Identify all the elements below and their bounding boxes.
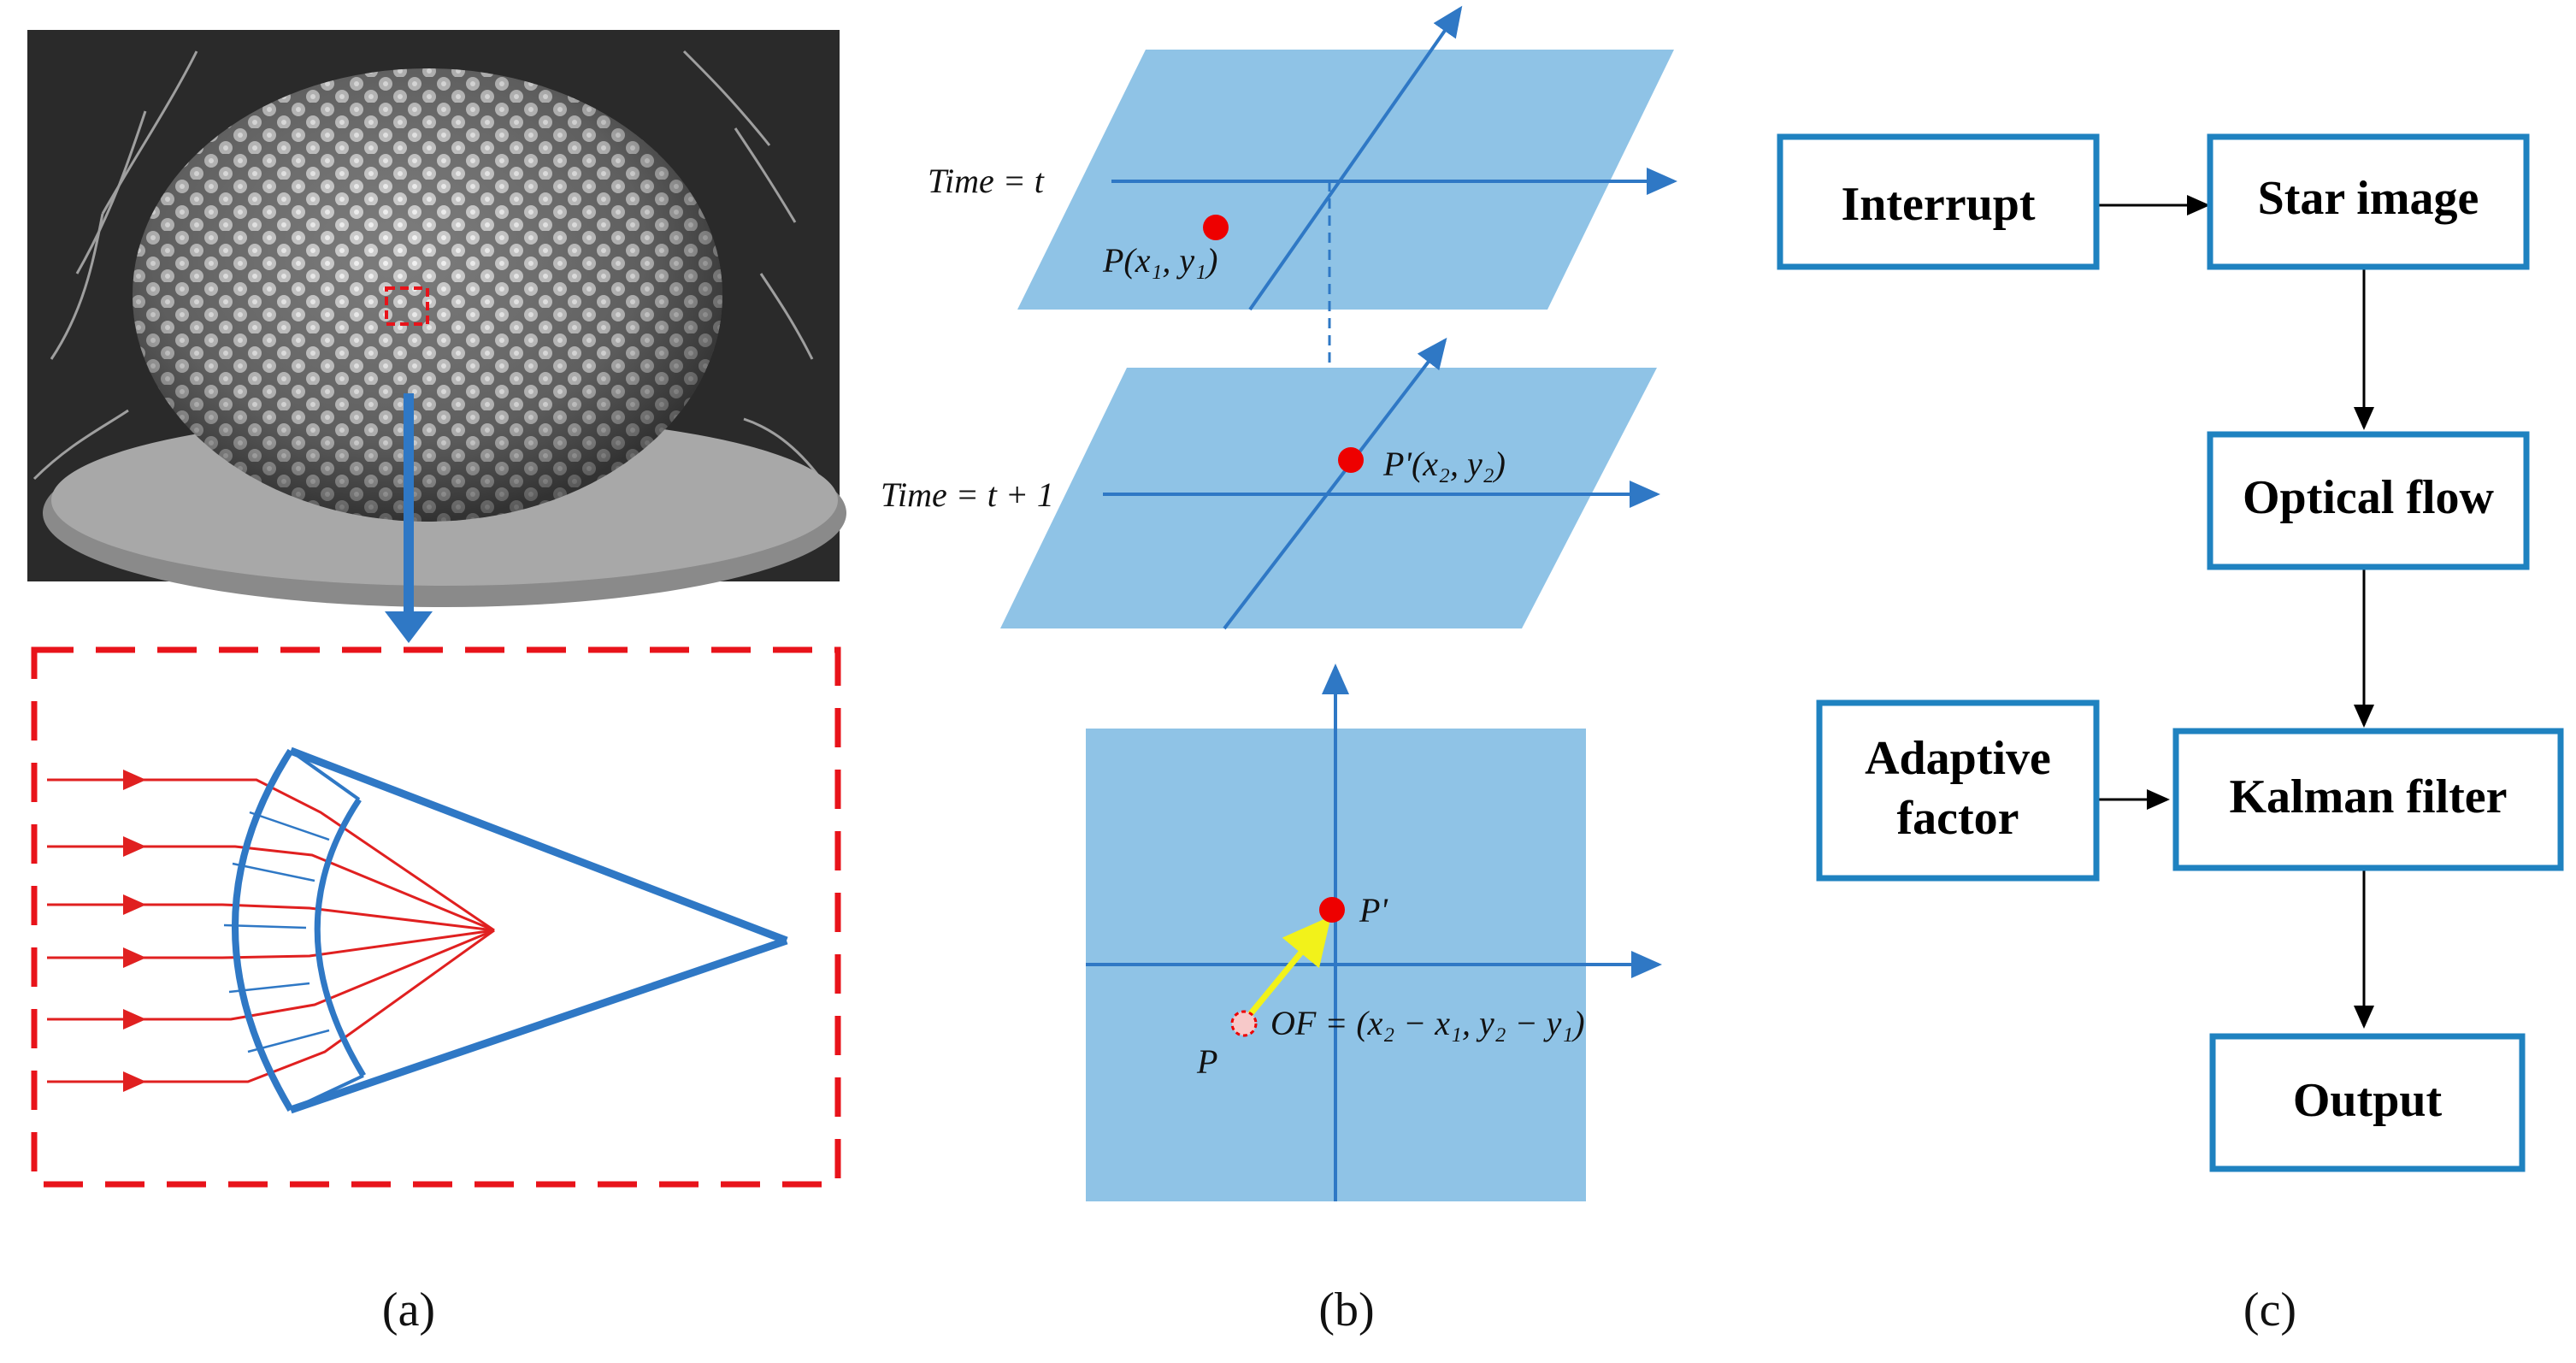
y-axis-t	[1248, 5, 1463, 311]
incoming-rays	[47, 770, 495, 1092]
box-adaptive-factor: Adaptive factor	[1816, 699, 2100, 882]
panel-a: (a)	[27, 30, 846, 1336]
box-star-image: Star image	[2207, 133, 2530, 270]
time-t-label: Time = t	[928, 162, 1045, 200]
svg-text:Optical flow: Optical flow	[2243, 471, 2495, 524]
svg-text:Star image: Star image	[2258, 172, 2479, 225]
point-pprime-target	[1319, 897, 1345, 923]
box-optical-flow: Optical flow	[2207, 431, 2530, 570]
point-pprime-t1-label: P'(x₂, y₂)	[1382, 445, 1506, 483]
caption-a: (a)	[382, 1283, 435, 1336]
flow-equation: OF = (x₂ − x₁, y₂ − y₁)	[1270, 1004, 1585, 1042]
svg-text:Kalman filter: Kalman filter	[2229, 770, 2507, 823]
point-p-t-label: P(x₁, y₁)	[1102, 241, 1217, 280]
caption-c: (c)	[2243, 1283, 2296, 1336]
svg-text:Interrupt: Interrupt	[1841, 178, 2035, 231]
ommatidium-schematic	[47, 746, 788, 1114]
plane-time-t	[1017, 5, 1677, 311]
y-axis-t1	[1223, 337, 1447, 630]
compound-eye-photo	[27, 30, 846, 607]
svg-text:factor: factor	[1896, 792, 2019, 845]
roi-box	[385, 286, 429, 326]
point-pprime-label: P'	[1359, 891, 1388, 929]
caption-b: (b)	[1318, 1283, 1374, 1336]
panel-c: Interrupt Star image Optical flow Adapti…	[1777, 133, 2564, 1336]
time-t1-label: Time = t + 1	[881, 475, 1054, 514]
svg-text:Output: Output	[2293, 1074, 2443, 1127]
box-output: Output	[2209, 1033, 2526, 1172]
plane-optical-flow	[1086, 664, 1662, 1201]
point-p-origin	[1230, 1010, 1258, 1037]
panel-b: Time = t P(x₁, y₁) Time = t + 1 P'(x₂, y…	[881, 5, 1677, 1336]
box-kalman-filter: Kalman filter	[2172, 728, 2564, 871]
box-interrupt: Interrupt	[1777, 133, 2100, 270]
point-p-label: P	[1196, 1042, 1217, 1081]
point-p-t1	[1338, 447, 1364, 473]
plane-time-t1	[1000, 337, 1660, 630]
schematic-frame	[31, 646, 841, 1188]
point-p-t	[1203, 215, 1229, 240]
flow-vector	[1241, 916, 1331, 1024]
svg-text:Adaptive: Adaptive	[1865, 732, 2051, 785]
